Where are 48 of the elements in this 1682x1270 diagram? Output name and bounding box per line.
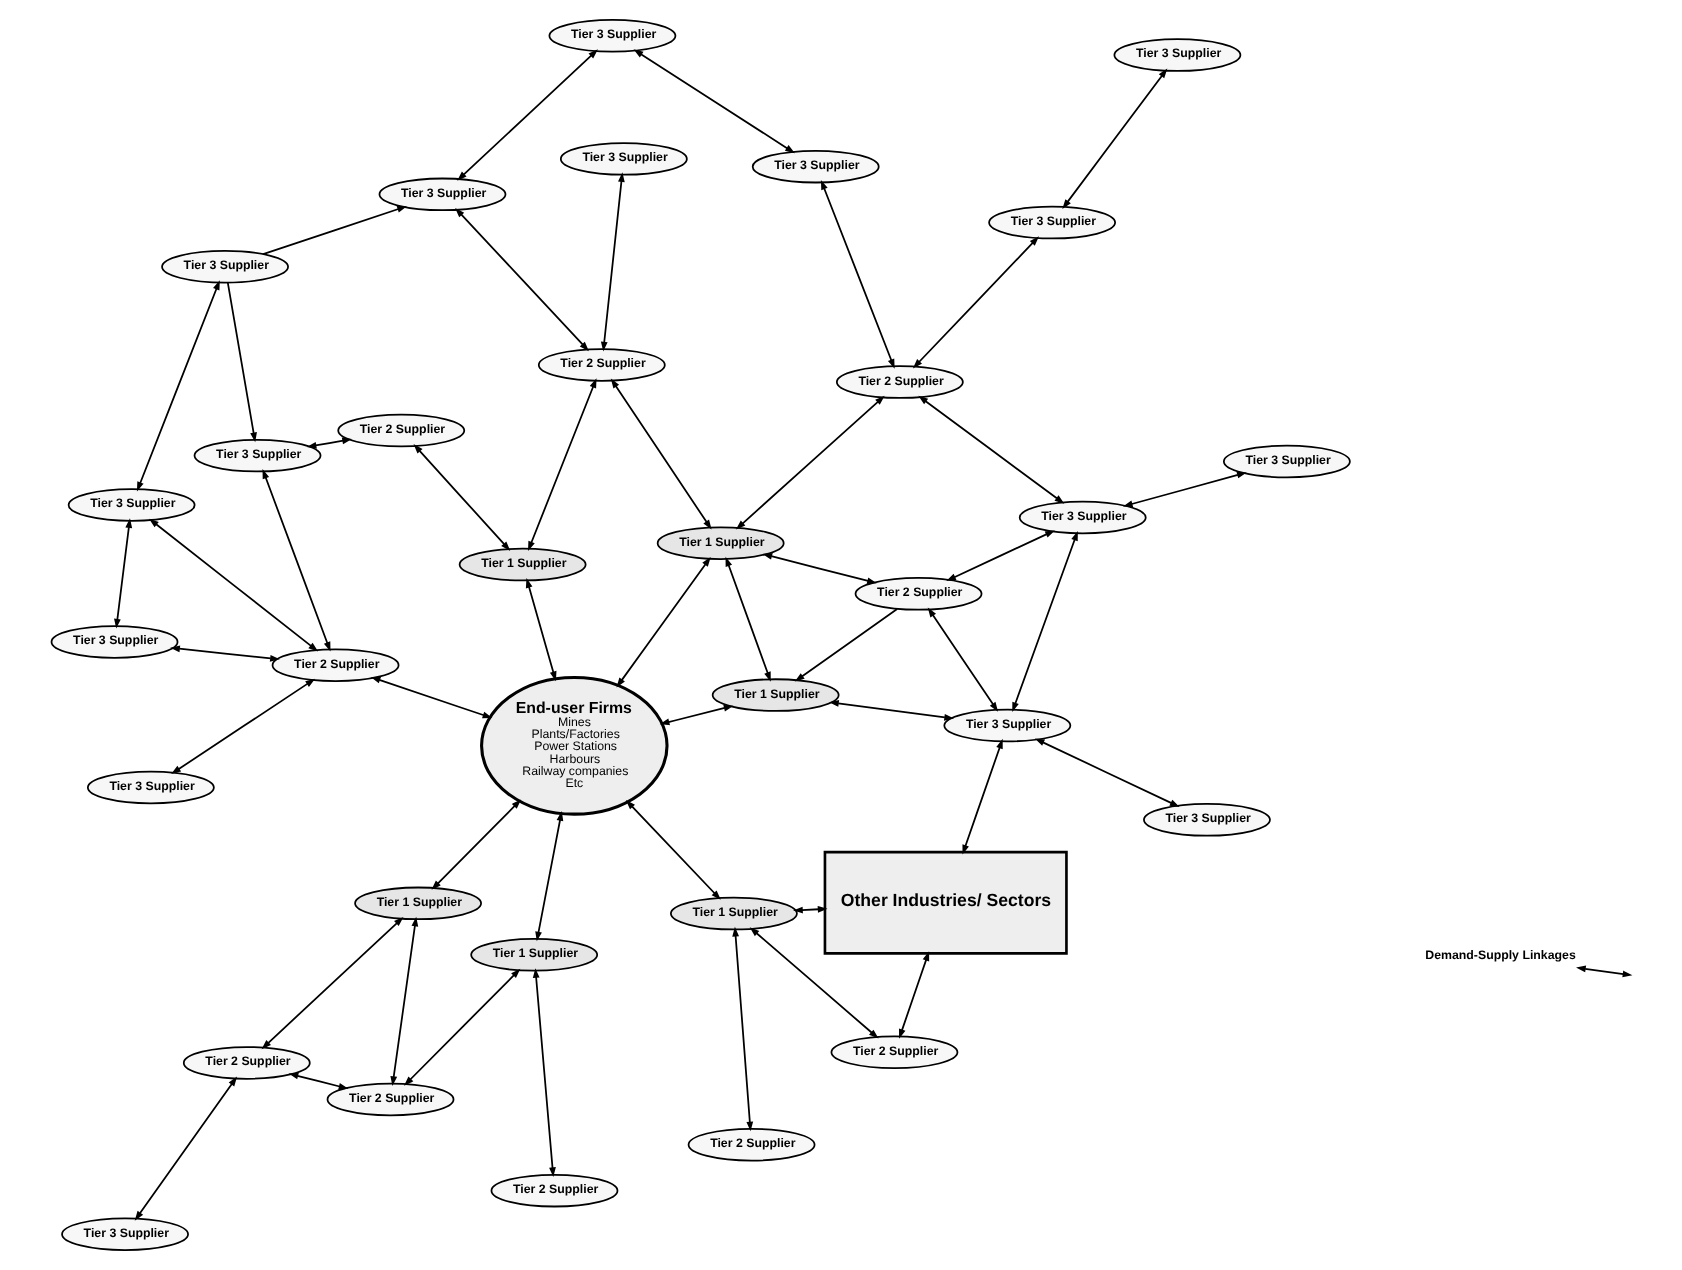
arrow: [535, 811, 564, 942]
arrow: [1012, 530, 1078, 712]
arrow: [457, 49, 598, 181]
arrow: [820, 180, 895, 369]
arrow: [1122, 471, 1247, 508]
arrow: [288, 1072, 349, 1090]
arrow: [735, 395, 885, 530]
arrow: [404, 968, 521, 1086]
arrow: [794, 608, 899, 682]
arrow: [749, 927, 879, 1039]
arrow: [659, 704, 734, 726]
arrow: [171, 678, 316, 775]
arrow: [390, 916, 419, 1086]
arrow: [226, 282, 257, 443]
arrow: [762, 553, 877, 585]
arrow: [912, 236, 1039, 369]
arrow: [600, 172, 625, 352]
arrow: [262, 469, 331, 652]
arrow: [610, 378, 712, 530]
arrow: [170, 645, 280, 662]
arrow: [431, 799, 522, 890]
arrow: [114, 518, 133, 629]
arrow: [899, 951, 930, 1039]
arrow: [413, 444, 511, 551]
arrow: [732, 926, 754, 1132]
node-box: Other Industries/ Sectors: [823, 850, 1068, 955]
arrow: [633, 49, 795, 154]
arrow: [725, 556, 771, 682]
arrow: [134, 1076, 238, 1221]
arrow: [149, 518, 319, 652]
arrow: [525, 578, 557, 682]
arrow: [625, 800, 721, 900]
arrow: [616, 556, 711, 688]
arrow: [306, 437, 352, 449]
arrow: [455, 207, 589, 352]
arrow: [1062, 68, 1168, 209]
arrow: [370, 676, 493, 719]
arrow: [262, 206, 407, 255]
arrow: [946, 530, 1055, 581]
arrow: [829, 700, 954, 721]
arrow: [136, 280, 220, 492]
arrow: [261, 916, 404, 1050]
arrow: [532, 968, 556, 1178]
arrow: [1034, 738, 1180, 807]
arrow: [918, 395, 1065, 504]
arrow: [927, 607, 999, 712]
arrow: [528, 378, 597, 552]
arrow: [962, 738, 1003, 855]
